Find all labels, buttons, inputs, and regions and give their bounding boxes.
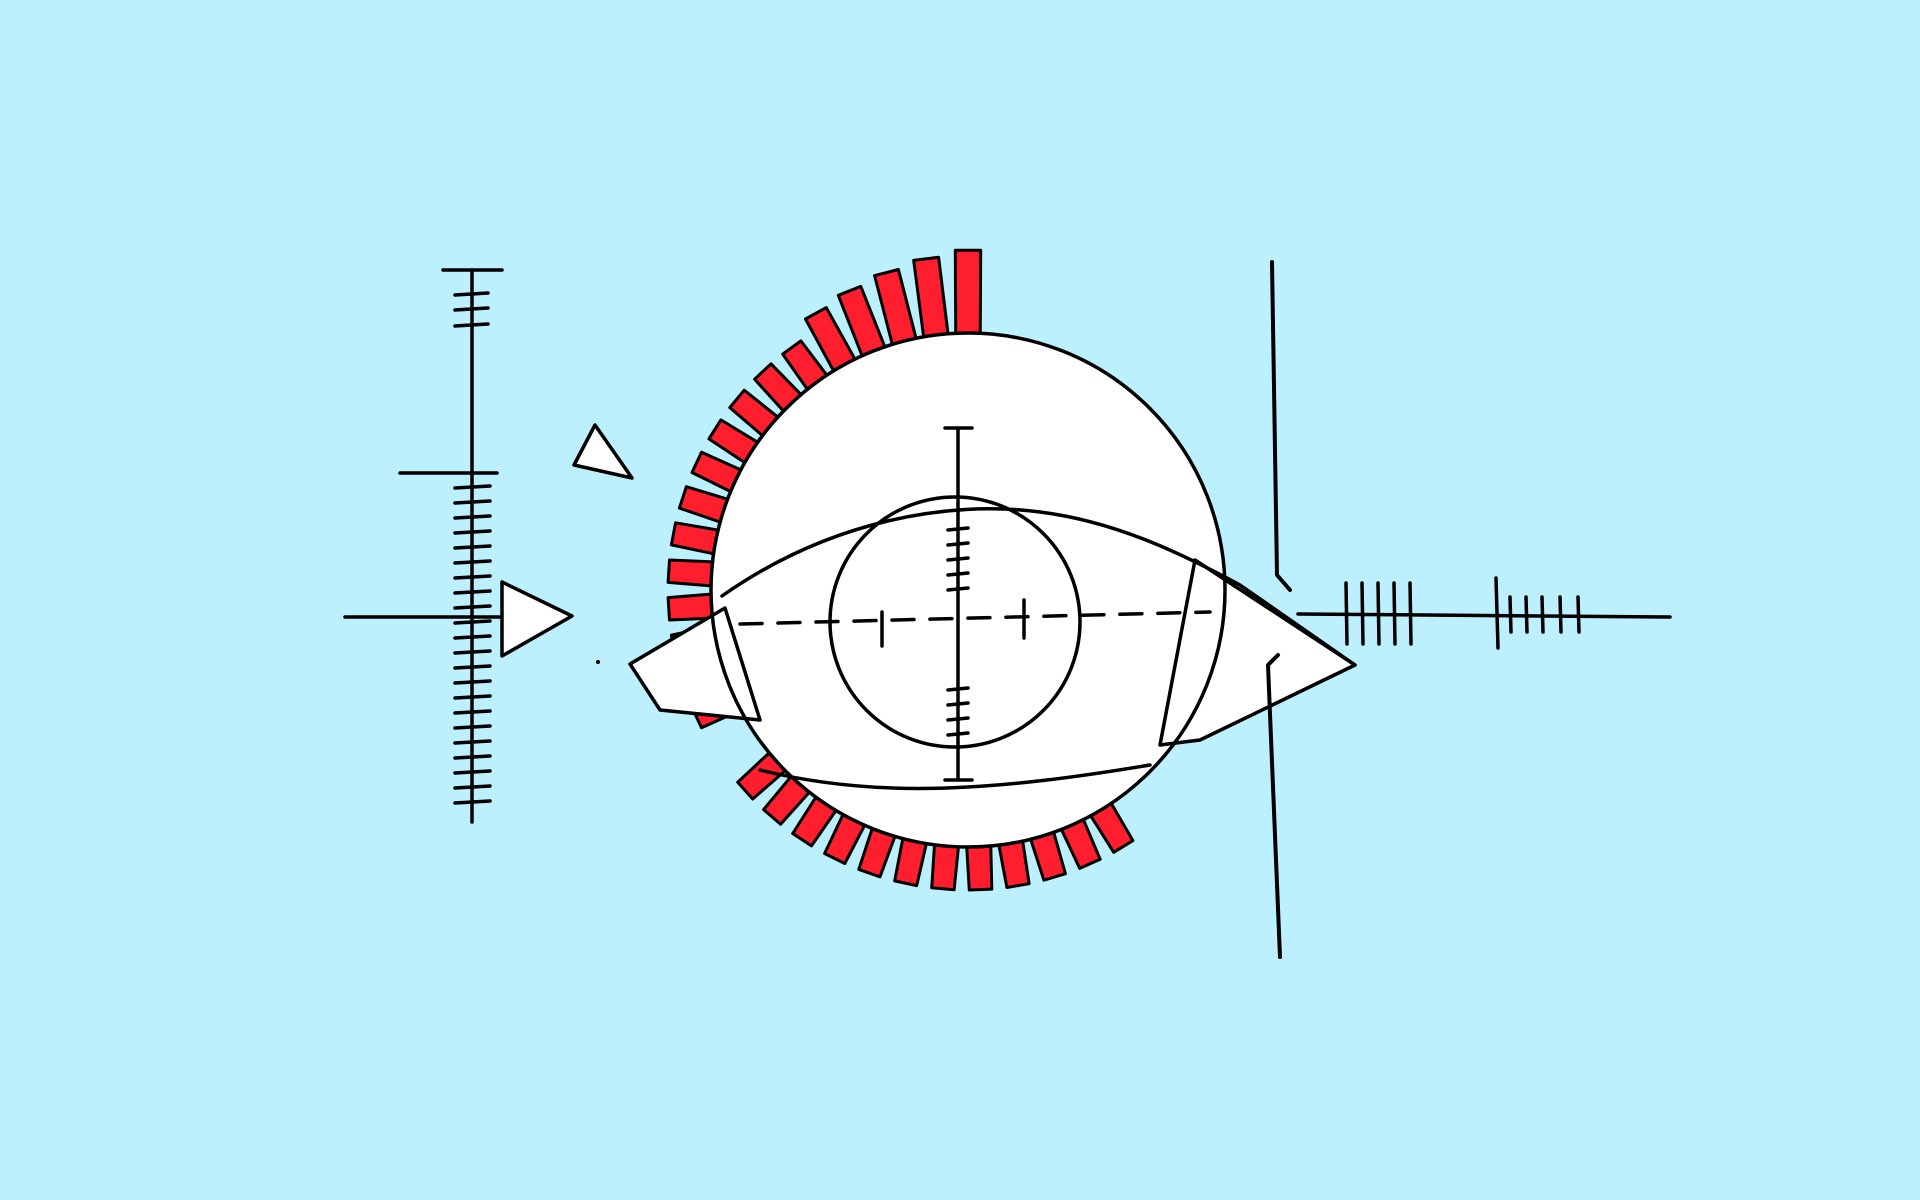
ruler-tick	[453, 739, 492, 745]
ruler-tick	[453, 484, 492, 490]
ruler-tick	[453, 499, 492, 505]
ruler-tick	[453, 724, 492, 730]
dashed-axis	[738, 610, 1212, 626]
ruler-tick	[453, 709, 492, 715]
ruler-scale-icon	[343, 268, 504, 824]
horizontal-scale-icon	[1296, 576, 1672, 650]
ruler-tick	[453, 514, 492, 520]
ruler-tick	[453, 694, 492, 700]
eye-globe-outline	[709, 331, 1227, 849]
scale-tick	[1508, 595, 1513, 634]
ruler-tick	[453, 589, 492, 595]
scale-tick	[1576, 595, 1581, 634]
ruler-tick	[453, 664, 492, 670]
ruler-tick	[453, 649, 492, 655]
eye-icon	[628, 331, 1357, 849]
crosshair-tick	[946, 701, 970, 707]
ruler-tick	[453, 604, 492, 610]
crosshair-icon	[880, 426, 1026, 782]
eye-tail-left	[628, 606, 762, 722]
scale-tick	[1558, 595, 1563, 634]
crosshair-tick	[946, 731, 970, 737]
scale-tick	[1408, 581, 1413, 646]
ruler-tick	[453, 679, 492, 685]
ray-bar	[953, 248, 983, 347]
crosshair-tick	[946, 571, 970, 577]
eye-globe	[711, 333, 1225, 847]
ruler-tick	[453, 574, 492, 580]
ruler-tick	[453, 769, 492, 775]
ruler-tick	[453, 784, 492, 790]
ink-dot	[596, 660, 600, 664]
ruler-tick	[453, 559, 492, 565]
scale-tick	[1392, 581, 1397, 646]
ruler-tick	[453, 619, 492, 625]
scale-tick	[1360, 581, 1365, 646]
crosshair-tick	[946, 716, 970, 722]
ruler-tick	[453, 529, 492, 535]
crosshair-tick	[946, 556, 970, 562]
scale-tick	[1540, 595, 1545, 634]
lower-eyelid	[758, 763, 1152, 791]
ruler-tick	[453, 291, 490, 297]
vertical-divider	[1266, 260, 1292, 959]
ruler-tick	[453, 306, 490, 312]
scale-tick	[1376, 581, 1381, 646]
crosshair-tick	[946, 541, 970, 547]
ruler-tick	[453, 322, 490, 328]
scale-tick	[1494, 576, 1500, 650]
crosshair-tick	[946, 526, 970, 532]
crosshair-tick	[946, 686, 970, 692]
ruler-tick	[453, 754, 492, 760]
scale-tick	[1344, 581, 1349, 646]
crosshair-tick	[946, 586, 970, 592]
upper-eyelid	[720, 507, 1357, 667]
ruler-tick	[453, 799, 492, 805]
scale-tick	[1524, 595, 1529, 634]
triangle-marker-icon	[572, 423, 634, 480]
ruler-tick	[453, 634, 492, 640]
ruler-tick	[453, 544, 492, 550]
triangle-pointer-icon	[500, 580, 574, 658]
